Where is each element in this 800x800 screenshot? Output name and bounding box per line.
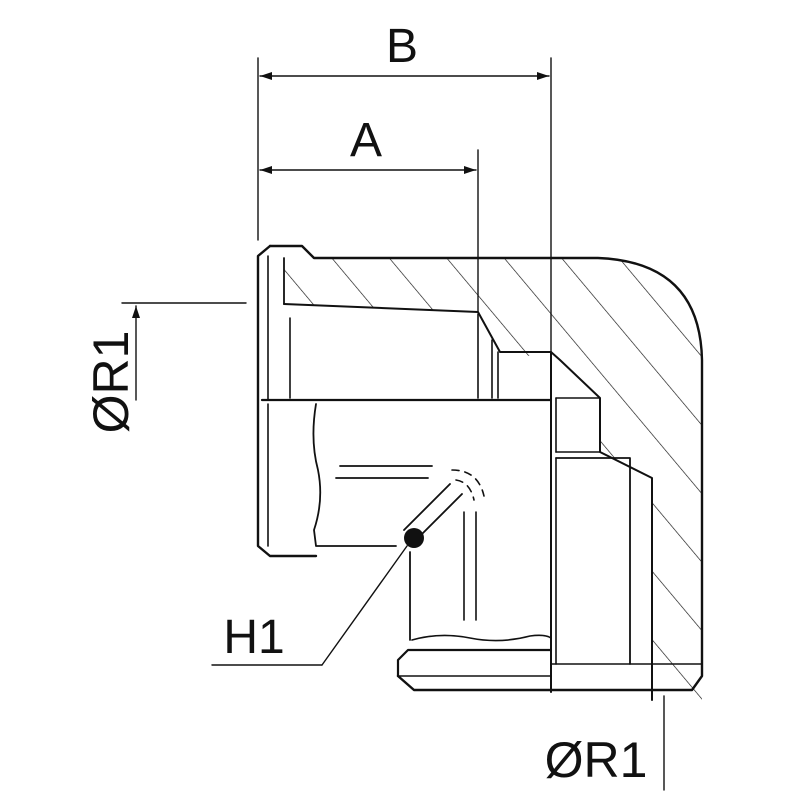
hidden-curve-2 (455, 479, 475, 501)
fitting-body (256, 244, 704, 701)
drill-line-1 (403, 483, 451, 531)
break-line-left (312, 403, 397, 547)
right-thread-edge (555, 457, 631, 665)
h1-hole-marker (404, 528, 424, 548)
dimension-b: B (257, 20, 552, 353)
hidden-curve-1 (451, 469, 485, 497)
dimension-b-label: B (386, 20, 418, 73)
break-line-bottom (411, 634, 552, 642)
section-hatching (284, 258, 702, 700)
dimension-a: A (259, 114, 479, 313)
dimension-dia-bottom: ØR1 (545, 695, 665, 791)
left-flange (256, 244, 318, 558)
upper-bore-edge (283, 303, 552, 401)
dimension-a-label: A (350, 114, 382, 167)
outer-contour (268, 244, 704, 692)
diameter-bottom-label: ØR1 (545, 732, 648, 788)
bottom-flange-top (396, 648, 553, 678)
h1-leader (321, 545, 408, 666)
hole-callout: H1 (211, 545, 408, 666)
diameter-left-label: ØR1 (83, 331, 139, 434)
drill-line-2 (415, 493, 463, 541)
hole-label: H1 (223, 611, 284, 664)
dimension-dia-left: ØR1 (83, 302, 247, 434)
right-bore-edge (550, 351, 653, 701)
